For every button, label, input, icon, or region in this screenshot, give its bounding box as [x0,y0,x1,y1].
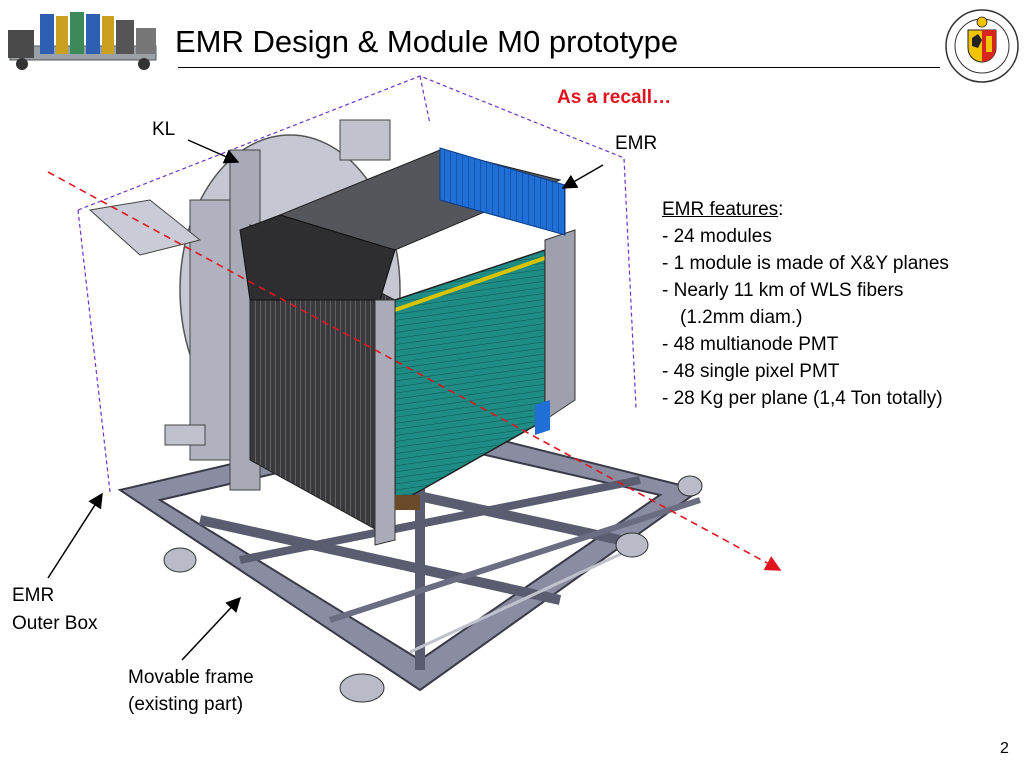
emr-features-list: EMR features: - 24 modules - 1 module is… [662,196,949,412]
features-heading-colon: : [778,199,784,220]
kl-arrow [187,139,240,164]
feature-item: - 48 multianode PMT [662,334,839,355]
outer-box-outline [77,75,637,493]
emr-label: EMR [615,133,658,154]
features-heading-text: EMR features [662,199,779,220]
page-number: 2 [1000,740,1009,757]
feature-item: - 24 modules [662,226,772,247]
movable-frame-label: Movable frame (existing part) [128,664,254,718]
emr-arrow [561,164,604,189]
feature-item: - 1 module is made of X&Y planes [662,253,949,274]
outer-box-label-line: EMR [12,585,55,606]
recall-note: As a recall… [557,87,672,108]
feature-item: - Nearly 11 km of WLS fibers [662,280,904,301]
university-logo [945,9,1019,83]
movable-frame-label-line: Movable frame [128,667,254,688]
title-underline [178,67,940,68]
slide-title: EMR Design & Module M0 prototype [175,24,679,59]
beam-line [47,171,782,571]
outer-box-label: EMR Outer Box [12,582,98,638]
detector-thumbnail [8,12,157,70]
feature-item: - 28 Kg per plane (1,4 Ton totally) [662,388,943,409]
feature-item: (1.2mm diam.) [680,307,803,328]
outer-box-arrow [47,492,103,579]
outer-box-label-line: Outer Box [12,613,98,634]
emr-detector [239,147,576,546]
feature-item: - 48 single pixel PMT [662,361,840,382]
movable-frame-arrow [181,596,242,661]
movable-frame-label-line: (existing part) [128,694,244,715]
features-heading: EMR features: [662,196,949,223]
kl-label: KL [152,119,176,140]
